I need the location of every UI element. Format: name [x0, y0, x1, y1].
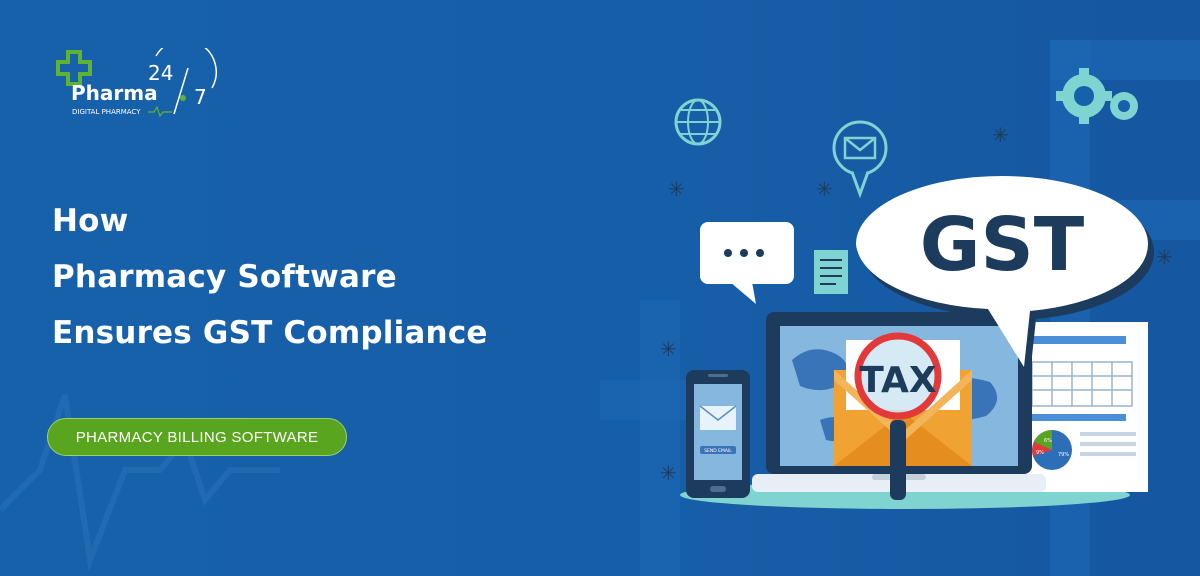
tax-label: TAX	[859, 360, 937, 401]
magnifier-icon: TAX	[854, 332, 942, 500]
logo-slash-icon	[173, 67, 189, 115]
headline-line-2: Pharmacy Software	[52, 259, 397, 295]
gears-icon	[1056, 68, 1138, 124]
svg-text:✳: ✳	[1156, 245, 1173, 269]
svg-text:✳: ✳	[816, 177, 833, 201]
headline-line-3: Ensures GST Compliance	[52, 315, 488, 351]
pharma247-logo: Pharma 24 7 DIGITAL PHARMACY	[56, 48, 217, 118]
chat-bubble-icon	[700, 222, 794, 304]
svg-text:✳: ✳	[992, 123, 1009, 147]
logo-tagline: DIGITAL PHARMACY	[72, 108, 141, 116]
phone-icon: SEND EMAIL	[686, 370, 750, 498]
pie-label-3: 79%	[1058, 452, 1069, 458]
sparkle-icon: ✳ ✳ ✳ ✳ ✳ ✳	[660, 123, 1173, 485]
heartbeat-icon	[148, 105, 172, 118]
gst-speech-bubble: GST	[856, 176, 1155, 375]
svg-text:✳: ✳	[660, 337, 677, 361]
pharmacy-billing-software-button[interactable]: PHARMACY BILLING SOFTWARE	[47, 418, 347, 456]
svg-text:✳: ✳	[668, 177, 685, 201]
gst-illustration: ✳ ✳ ✳ ✳ ✳ ✳	[660, 68, 1173, 509]
report-sheet: 6% 9% 79%	[1020, 322, 1148, 492]
logo-number-7: 7	[194, 85, 207, 109]
logo-number-24: 24	[148, 61, 173, 85]
logo-name: Pharma	[71, 81, 158, 105]
green-cross-icon	[56, 50, 92, 86]
logo-arc-icon	[155, 48, 217, 89]
pie-label-1: 6%	[1044, 438, 1052, 444]
document-icon	[814, 250, 848, 294]
gst-label: GST	[920, 202, 1085, 288]
mail-pin-icon	[832, 120, 888, 199]
phone-send-label: SEND EMAIL	[704, 448, 732, 454]
pie-chart-icon: 6% 9% 79%	[1032, 430, 1072, 470]
headline-line-1: How	[52, 203, 129, 239]
page-title: How Pharmacy Software Ensures GST Compli…	[52, 193, 488, 361]
svg-text:✳: ✳	[660, 461, 677, 485]
pie-label-2: 9%	[1036, 450, 1044, 456]
globe-icon	[674, 98, 722, 146]
